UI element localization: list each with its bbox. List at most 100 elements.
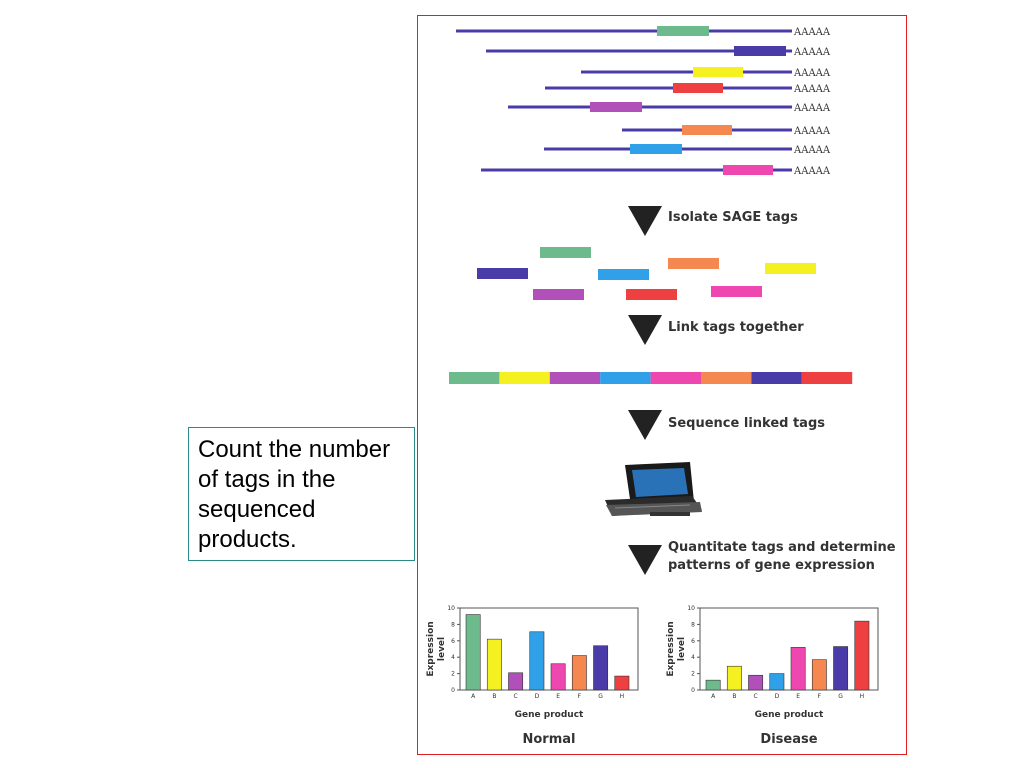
polya-tail: AAAAA [793, 84, 831, 95]
free-tag [540, 247, 591, 258]
plot-frame [699, 607, 879, 691]
bar [726, 665, 742, 691]
transcript: AAAAA [545, 83, 831, 95]
x-tick-label: D [775, 693, 780, 700]
bar [508, 672, 524, 691]
down-arrow-icon [628, 315, 662, 345]
sage-tag [723, 165, 773, 175]
y-axis-label: Expressionlevel [666, 621, 687, 676]
polya-tail: AAAAA [793, 68, 831, 79]
x-axis-label: Gene product [755, 710, 824, 720]
x-tick-label: G [598, 693, 603, 700]
mrna-transcripts: AAAAA AAAAA AAAAA AAAAA AAAAA AAAAA AAAAA AAAAA [456, 26, 831, 177]
linked-tag [499, 372, 550, 384]
free-tag [533, 289, 584, 300]
linked-tag [650, 372, 701, 384]
x-tick-label: B [492, 693, 496, 700]
free-tag [598, 269, 649, 280]
y-tick-label: 0 [691, 687, 695, 694]
free-tag [626, 289, 677, 300]
polya-tail: AAAAA [793, 103, 831, 114]
linked-tag [600, 372, 651, 384]
chart-title: Disease [760, 732, 817, 747]
free-tag [765, 263, 816, 274]
bar [811, 659, 827, 691]
down-arrow-icon [628, 410, 662, 440]
concatemer [449, 372, 853, 384]
linked-tag [449, 372, 500, 384]
bar [486, 638, 502, 691]
linked-tag [701, 372, 752, 384]
x-tick-label: D [535, 693, 540, 700]
y-tick-label: 10 [687, 605, 695, 612]
y-tick-label: 4 [451, 654, 455, 661]
step-sequence-label: Sequence linked tags [668, 416, 825, 431]
y-tick-label: 2 [691, 671, 695, 678]
transcript: AAAAA [622, 125, 831, 137]
polya-tail: AAAAA [793, 47, 831, 58]
transcript: AAAAA [581, 67, 831, 79]
sage-tag [673, 83, 723, 93]
sage-tag [657, 26, 709, 36]
x-tick-label: G [838, 693, 843, 700]
bar [593, 645, 609, 691]
down-arrow-icon [628, 545, 662, 575]
step-link-label: Link tags together [668, 320, 804, 335]
bar [748, 674, 764, 691]
y-tick-label: 8 [691, 621, 695, 628]
x-tick-label: A [471, 693, 476, 700]
scattered-tags [477, 247, 816, 300]
sage-tag [682, 125, 732, 135]
free-tag [477, 268, 528, 279]
transcript: AAAAA [544, 144, 831, 156]
bar [705, 679, 721, 691]
computer-icon [605, 462, 702, 516]
x-tick-label: F [818, 693, 822, 700]
x-tick-label: C [514, 693, 518, 700]
x-tick-label: H [620, 693, 625, 700]
callout-box: Count the number of tags in the sequence… [188, 427, 415, 561]
bar [790, 647, 806, 691]
bar [550, 663, 566, 691]
x-tick-label: H [860, 693, 865, 700]
down-arrow-icon [628, 206, 662, 236]
x-tick-label: A [711, 693, 716, 700]
step-quantitate-label-1: Quantitate tags and determine [668, 540, 896, 555]
free-tag [711, 286, 762, 297]
linked-tag [801, 372, 853, 384]
x-axis-label: Gene product [515, 710, 584, 720]
bar [769, 673, 785, 691]
polya-tail: AAAAA [793, 145, 831, 156]
sage-tag [590, 102, 642, 112]
figure-frame [417, 15, 907, 755]
y-tick-label: 4 [691, 654, 695, 661]
x-tick-label: F [578, 693, 582, 700]
step-isolate-label: Isolate SAGE tags [668, 210, 798, 225]
polya-tail: AAAAA [793, 126, 831, 137]
linked-tag [751, 372, 802, 384]
bar [833, 646, 849, 691]
step-quantitate-label-2: patterns of gene expression [668, 558, 875, 573]
x-tick-label: E [796, 693, 800, 700]
y-tick-label: 10 [447, 605, 455, 612]
bar [614, 675, 630, 691]
y-tick-label: 6 [691, 638, 695, 645]
callout-text: Count the number of tags in the sequence… [198, 436, 391, 553]
sage-tag [734, 46, 786, 56]
chart-title: Normal [523, 732, 576, 747]
bar [465, 614, 481, 691]
transcript: AAAAA [508, 102, 831, 114]
x-tick-label: B [732, 693, 736, 700]
transcript: AAAAA [481, 165, 831, 177]
x-tick-label: C [754, 693, 758, 700]
transcript: AAAAA [456, 26, 831, 38]
transcript: AAAAA [486, 46, 831, 58]
y-tick-label: 0 [451, 687, 455, 694]
bar [529, 631, 545, 691]
y-tick-label: 8 [451, 621, 455, 628]
plot-frame [459, 607, 639, 691]
y-axis-label: Expressionlevel [426, 621, 447, 676]
y-tick-label: 6 [451, 638, 455, 645]
